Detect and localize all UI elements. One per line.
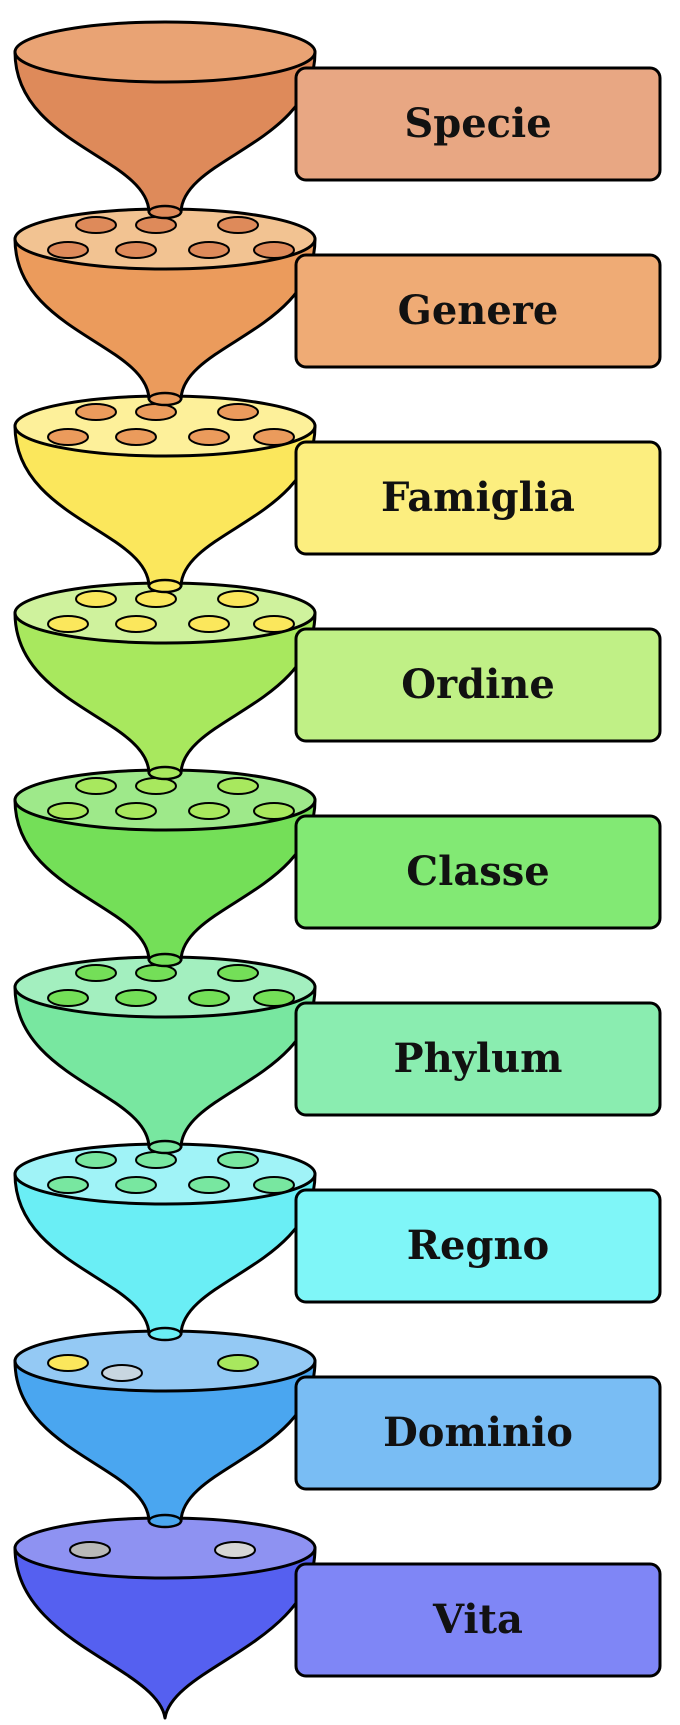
funnel-specie (13, 20, 317, 220)
rim-hole (188, 989, 230, 1007)
level-box-background (294, 627, 662, 743)
level-box-famiglia: Famiglia (294, 440, 662, 556)
level-label: Specie (404, 100, 551, 147)
level-label: Famiglia (381, 474, 575, 521)
funnel-spout (147, 765, 183, 781)
funnel-famiglia (13, 394, 317, 594)
rim-hole (75, 777, 117, 795)
rim-hole (75, 1151, 117, 1169)
funnel-genere (13, 207, 317, 407)
rim-hole (47, 1176, 89, 1194)
rim-hole (75, 216, 117, 234)
rim-hole (214, 1541, 256, 1559)
level-label: Dominio (383, 1409, 573, 1456)
rim-hole (101, 1364, 143, 1382)
funnel-bowl (13, 1546, 317, 1720)
funnel-dominio (13, 1329, 317, 1529)
funnel-spout (147, 204, 183, 220)
funnel-spout (147, 1513, 183, 1529)
level-box-genere: Genere (294, 253, 662, 369)
rim-hole (115, 615, 157, 633)
level-box-background (294, 1001, 662, 1117)
rim-hole (47, 989, 89, 1007)
rim-hole (217, 1151, 259, 1169)
rim-hole (253, 989, 295, 1007)
rim-hole (217, 777, 259, 795)
funnel-spout (147, 391, 183, 407)
rim-hole (135, 777, 177, 795)
rim-hole (135, 216, 177, 234)
level-label: Regno (407, 1222, 549, 1269)
rim-hole (135, 964, 177, 982)
rim-hole (115, 1176, 157, 1194)
rim-hole (253, 802, 295, 820)
level-box-background (294, 1375, 662, 1491)
level-box-vita: Vita (294, 1562, 662, 1678)
rim-hole (75, 590, 117, 608)
rim-hole (217, 590, 259, 608)
funnel-ordine (13, 581, 317, 781)
rim-hole (135, 403, 177, 421)
rim-hole (69, 1541, 111, 1559)
level-box-dominio: Dominio (294, 1375, 662, 1491)
level-box-specie: Specie (294, 66, 662, 182)
rim-hole (47, 615, 89, 633)
level-box-background (294, 814, 662, 930)
rim-hole (188, 615, 230, 633)
level-label: Genere (398, 287, 559, 334)
rim-hole (115, 241, 157, 259)
rim-hole (135, 590, 177, 608)
level-box-ordine: Ordine (294, 627, 662, 743)
rim-hole (217, 403, 259, 421)
rim-hole (188, 241, 230, 259)
level-label: Phylum (393, 1035, 562, 1082)
funnel-spout (147, 1326, 183, 1342)
rim-hole (253, 1176, 295, 1194)
level-box-background (294, 66, 662, 182)
funnel-stack (13, 20, 317, 1720)
rim-hole (217, 1354, 259, 1372)
level-box-background (294, 253, 662, 369)
funnel-phylum (13, 955, 317, 1155)
rim-hole (75, 964, 117, 982)
rim-hole (253, 241, 295, 259)
level-box-background (294, 1188, 662, 1304)
level-box-background (294, 1562, 662, 1678)
funnel-rim (13, 20, 317, 84)
rim-hole (188, 1176, 230, 1194)
rim-hole (115, 802, 157, 820)
rim-hole (253, 615, 295, 633)
rim-hole (75, 403, 117, 421)
level-box-phylum: Phylum (294, 1001, 662, 1117)
rim-hole (135, 1151, 177, 1169)
rim-hole (188, 802, 230, 820)
rim-hole (115, 989, 157, 1007)
funnel-spout (147, 1139, 183, 1155)
funnel-classe (13, 768, 317, 968)
level-label: Classe (406, 848, 549, 895)
rim-hole (47, 241, 89, 259)
funnel-spout (147, 952, 183, 968)
rim-hole (217, 964, 259, 982)
funnel-vita (13, 1516, 317, 1720)
rim-hole (47, 428, 89, 446)
level-label-boxes: Vita Dominio Regno Phylum Classe Ordine Famigl… (294, 66, 662, 1678)
level-box-background (294, 440, 662, 556)
rim-hole (47, 802, 89, 820)
level-label: Ordine (401, 661, 555, 708)
rim-hole (47, 1354, 89, 1372)
level-label: Vita (432, 1596, 523, 1643)
level-box-regno: Regno (294, 1188, 662, 1304)
rim-hole (253, 428, 295, 446)
funnel-regno (13, 1142, 317, 1342)
level-box-classe: Classe (294, 814, 662, 930)
rim-hole (217, 216, 259, 234)
rim-hole (115, 428, 157, 446)
funnel-spout (147, 578, 183, 594)
rim-hole (188, 428, 230, 446)
